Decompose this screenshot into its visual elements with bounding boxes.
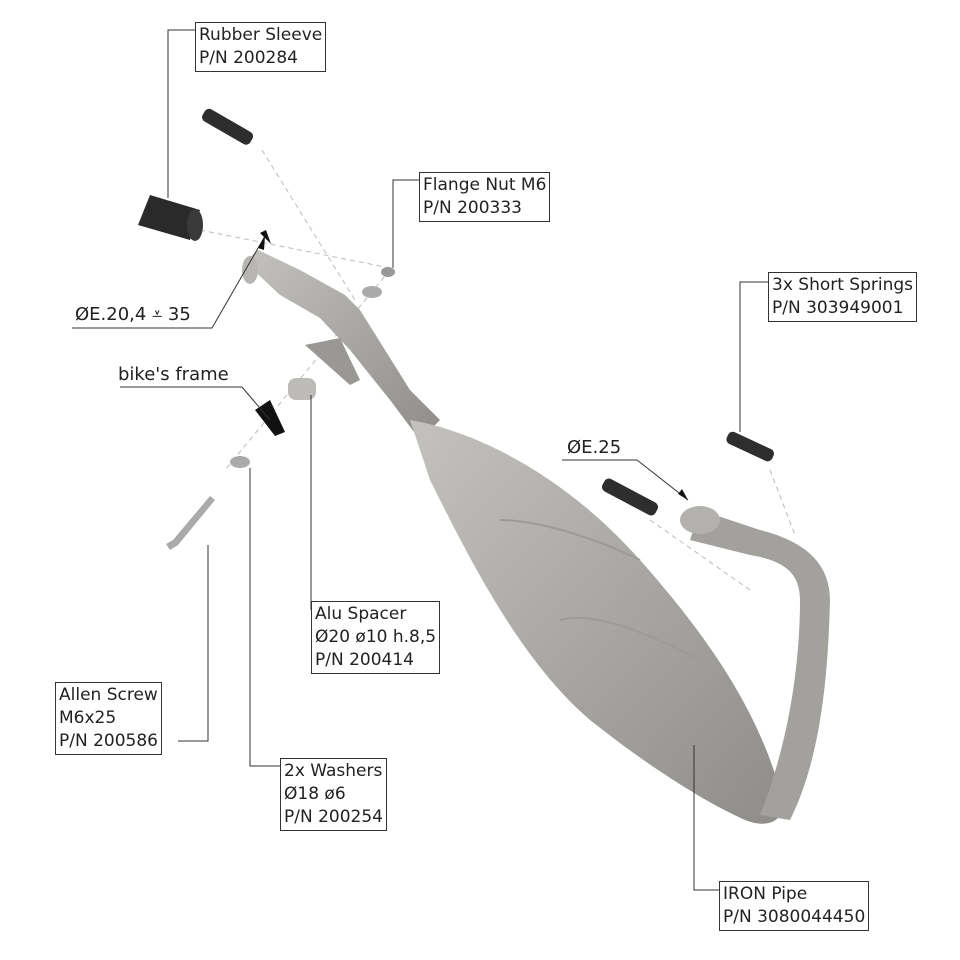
callout-flange-nut: Flange Nut M6 P/N 200333: [419, 172, 551, 222]
part-number: P/N 200284: [199, 48, 298, 68]
part-name: 3x Short Springs: [772, 275, 914, 295]
part-name: IRON Pipe: [723, 884, 808, 904]
washer-part: [362, 286, 382, 298]
iron-pipe-return: [690, 510, 830, 820]
callout-alu-spacer: Alu Spacer Ø20 ø10 h.8,5 P/N 200414: [311, 601, 441, 674]
part-number: P/N 200333: [423, 198, 522, 218]
alu-spacer-part: [288, 378, 316, 400]
iron-pipe-body: [410, 420, 783, 824]
part-name: Alu Spacer: [315, 604, 407, 624]
callout-iron-pipe: IRON Pipe P/N 3080044450: [719, 881, 870, 931]
part-name: Allen Screw: [59, 685, 158, 705]
part-spec: Ø20 ø10 h.8,5: [315, 627, 437, 647]
spring-part: [202, 108, 254, 145]
pipe-inlet: [242, 256, 258, 284]
outlet-diameter-note: ØE.25: [567, 437, 622, 458]
part-number: P/N 200586: [59, 731, 158, 751]
rubber-sleeve-part: [138, 195, 203, 241]
assembly-axis-lines: [199, 149, 796, 591]
allen-screw-part: [166, 496, 215, 550]
part-number: P/N 3080044450: [723, 907, 866, 927]
bikes-frame-note: bike's frame: [118, 364, 229, 385]
part-spec: M6x25: [59, 708, 117, 728]
callout-washers: 2x Washers Ø18 ø6 P/N 200254: [280, 758, 387, 831]
callout-rubber-sleeve: Rubber Sleeve P/N 200284: [195, 22, 327, 72]
flange-nut-part: [381, 267, 395, 277]
part-number: P/N 303949001: [772, 298, 904, 318]
bikes-frame-part: [255, 400, 285, 436]
mounting-bracket: [305, 338, 360, 385]
leader-lines: [72, 29, 768, 891]
part-number: P/N 200254: [284, 807, 383, 827]
callout-allen-screw: Allen Screw M6x25 P/N 200586: [55, 682, 162, 755]
callout-short-springs: 3x Short Springs P/N 303949001: [768, 272, 918, 322]
part-number: P/N 200414: [315, 650, 414, 670]
inlet-diameter-note: ØE.20,4 ⩡ 35: [75, 304, 191, 325]
iron-pipe-header: [245, 250, 440, 440]
part-name: 2x Washers: [284, 761, 383, 781]
pipe-outlet: [680, 506, 720, 534]
part-name: Flange Nut M6: [423, 175, 547, 195]
part-spec: Ø18 ø6: [284, 784, 346, 804]
part-name: Rubber Sleeve: [199, 25, 323, 45]
spring-part: [601, 478, 659, 516]
spring-part: [726, 431, 774, 462]
washer-part: [230, 456, 250, 468]
